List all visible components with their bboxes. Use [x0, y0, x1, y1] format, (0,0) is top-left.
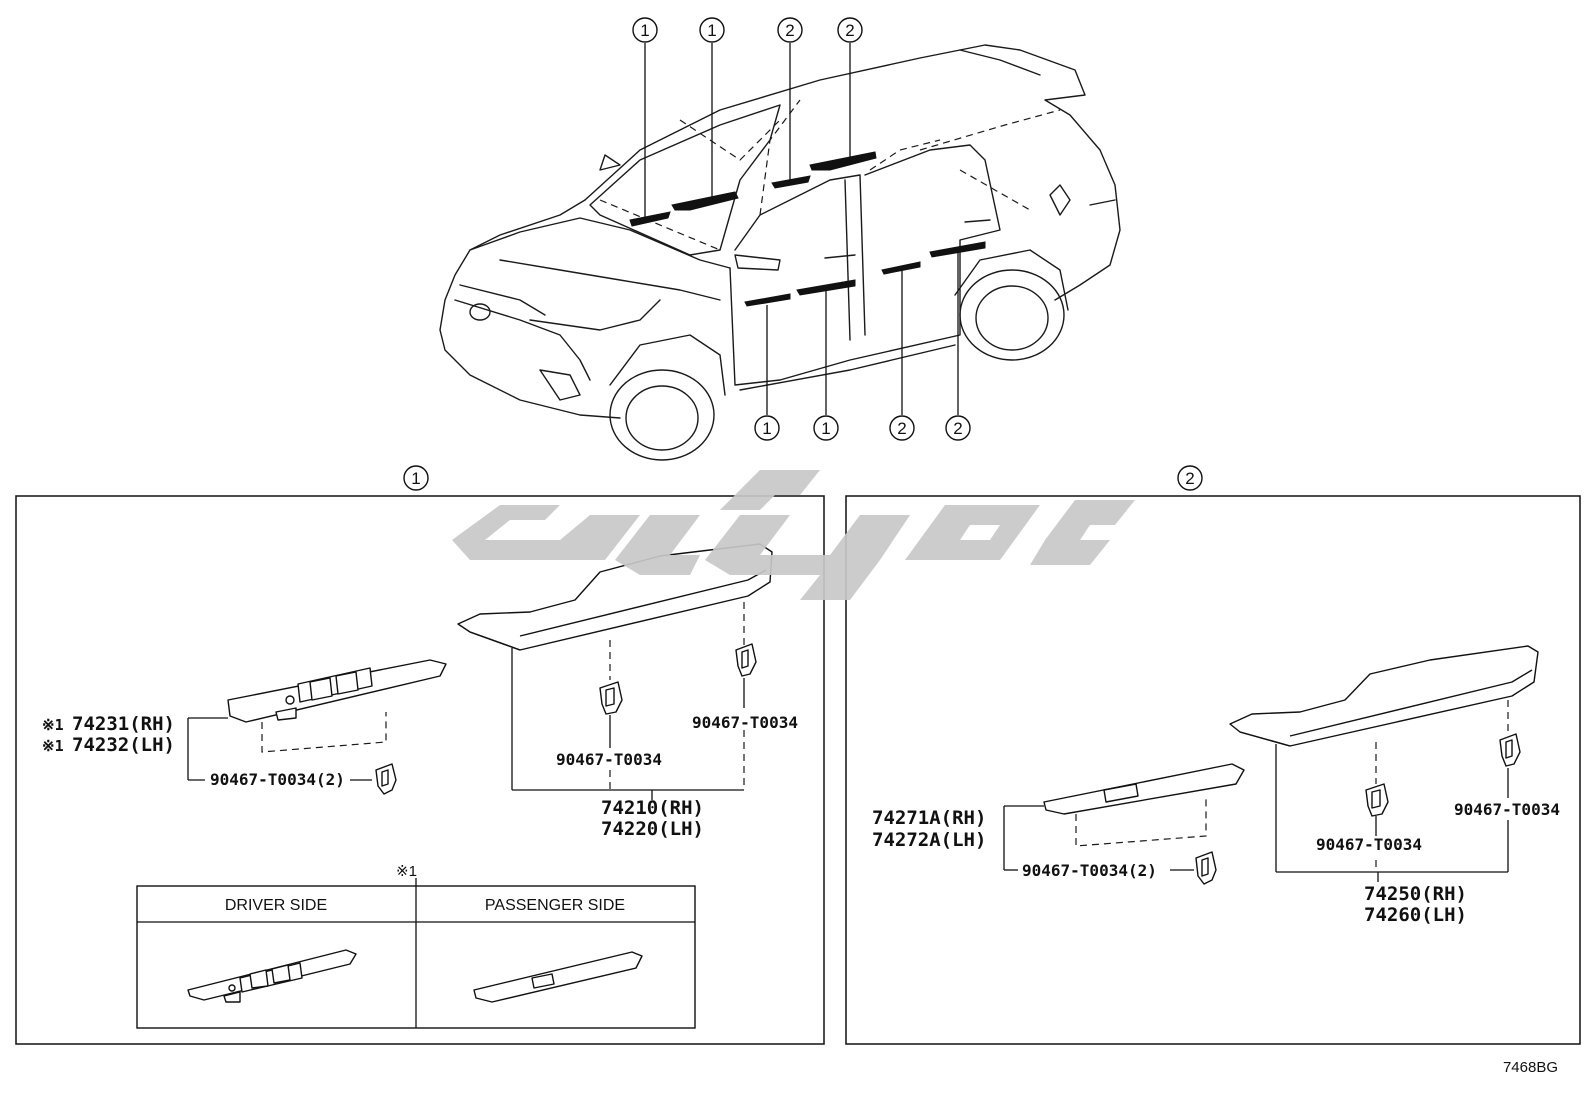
trim-strip-front-lower-2	[796, 279, 856, 296]
trim-strip-front-upper-2	[671, 191, 739, 211]
table-header-passenger-side: PASSENGER SIDE	[485, 897, 625, 914]
panel2-callout: 2	[1177, 465, 1203, 491]
panel2-trim-code-lh: 74260(LH)	[1364, 904, 1467, 926]
panel2-switch-code-rh: 74271A(RH)	[872, 807, 986, 829]
panel1-switch-mark-lh: ※1	[42, 737, 64, 755]
trim-strip-front-lower-1	[744, 293, 791, 307]
trim-strip-rear-upper-1	[771, 175, 811, 189]
panel2-frame	[845, 495, 1581, 1045]
car-callout-leaders	[644, 43, 959, 415]
trim-strip-rear-lower-2	[929, 241, 986, 258]
svg-text:2: 2	[1185, 469, 1194, 488]
panel1-door-trim	[457, 543, 773, 651]
panel1-trim-clip-left-label: 90467-T0034	[556, 750, 662, 769]
panel2-switch-clip-icon	[1195, 851, 1217, 885]
panel1-trim-code-rh: 74210(RH)	[601, 797, 704, 819]
svg-text:1: 1	[707, 21, 716, 40]
trim-strip-rear-upper-2	[809, 151, 877, 171]
vehicle-illustration	[439, 44, 1121, 461]
panel2-trim-clip-icon-right	[1499, 733, 1521, 767]
table-header-driver-side: DRIVER SIDE	[225, 897, 327, 914]
svg-text:2: 2	[845, 21, 854, 40]
svg-text:2: 2	[897, 419, 906, 438]
panel1-switch-mark-rh: ※1	[42, 716, 64, 734]
diagram-code: 7468BG	[1503, 1059, 1558, 1076]
panel2-switch-code-lh: 74272A(LH)	[872, 829, 986, 851]
panel1-switch-clip-icon	[375, 763, 397, 795]
callout-top-1b: 1	[699, 17, 725, 43]
panel2-switch-base	[1043, 763, 1245, 815]
callout-bottom-2a: 2	[889, 415, 915, 441]
panel2-switch-clip-label: 90467-T0034(2)	[1022, 861, 1157, 880]
callout-bottom-1a: 1	[754, 415, 780, 441]
watermark-logo	[452, 470, 1135, 600]
callout-bottom-2b: 2	[945, 415, 971, 441]
callout-top-1a: 1	[632, 17, 658, 43]
trim-strip-rear-lower-1	[881, 261, 921, 275]
panel2-trim-clip-right-label: 90467-T0034	[1454, 800, 1560, 819]
driver-side-switch-base-icon	[187, 949, 357, 1003]
svg-text:2: 2	[785, 21, 794, 40]
svg-text:1: 1	[411, 469, 420, 488]
svg-text:1: 1	[640, 21, 649, 40]
svg-text:1: 1	[821, 419, 830, 438]
panel2-trim-code-rh: 74250(RH)	[1364, 883, 1467, 905]
panel1-table-mark: ※1	[396, 863, 417, 880]
panel1-switch-code-rh: 74231(RH)	[72, 713, 175, 735]
svg-text:1: 1	[762, 419, 771, 438]
panel1-callout: 1	[403, 465, 429, 491]
panel1-trim-clip-icon-right	[735, 643, 757, 677]
panel1-trim-clip-icon-left	[599, 681, 623, 715]
callout-top-2a: 2	[777, 17, 803, 43]
passenger-side-switch-base-icon	[473, 951, 643, 1003]
trim-strip-front-upper-1	[629, 211, 671, 227]
callout-top-2b: 2	[837, 17, 863, 43]
panel2-trim-clip-left-label: 90467-T0034	[1316, 835, 1422, 854]
panel2-trim-clip-icon-left	[1365, 783, 1389, 817]
panel1-trim-code-lh: 74220(LH)	[601, 818, 704, 840]
panel1-option-table: DRIVER SIDE PASSENGER SIDE	[136, 878, 696, 1029]
panel1-switch-clip-label: 90467-T0034(2)	[210, 770, 345, 789]
svg-text:2: 2	[953, 419, 962, 438]
panel1-switch-code-lh: 74232(LH)	[72, 734, 175, 756]
callout-bottom-1b: 1	[813, 415, 839, 441]
panel1-trim-clip-right-label: 90467-T0034	[692, 713, 798, 732]
panel1-frame	[15, 495, 825, 1045]
panel2-door-trim	[1229, 645, 1539, 747]
panel1-switch-base	[227, 659, 447, 723]
